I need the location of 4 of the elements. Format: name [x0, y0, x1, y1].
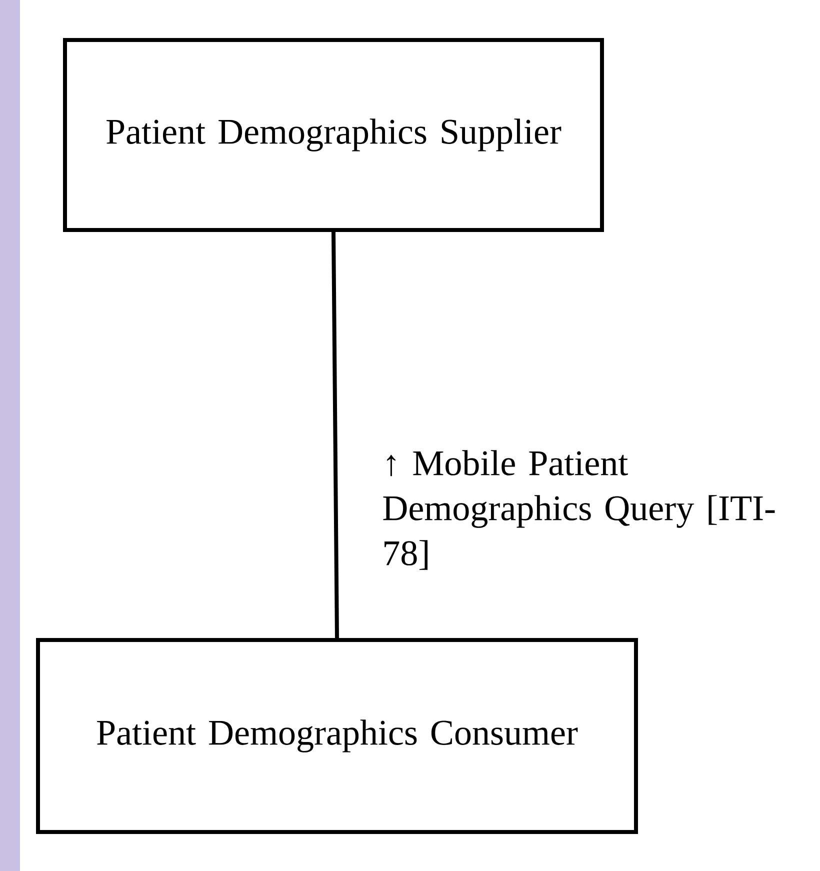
- actor-box: Patient Demographics Consumer: [36, 638, 638, 834]
- connector-line: [332, 232, 339, 638]
- actor-box: Patient Demographics Supplier: [63, 38, 604, 232]
- edge-label: ↑ Mobile Patient Demographics Query [ITI-78]: [380, 448, 804, 572]
